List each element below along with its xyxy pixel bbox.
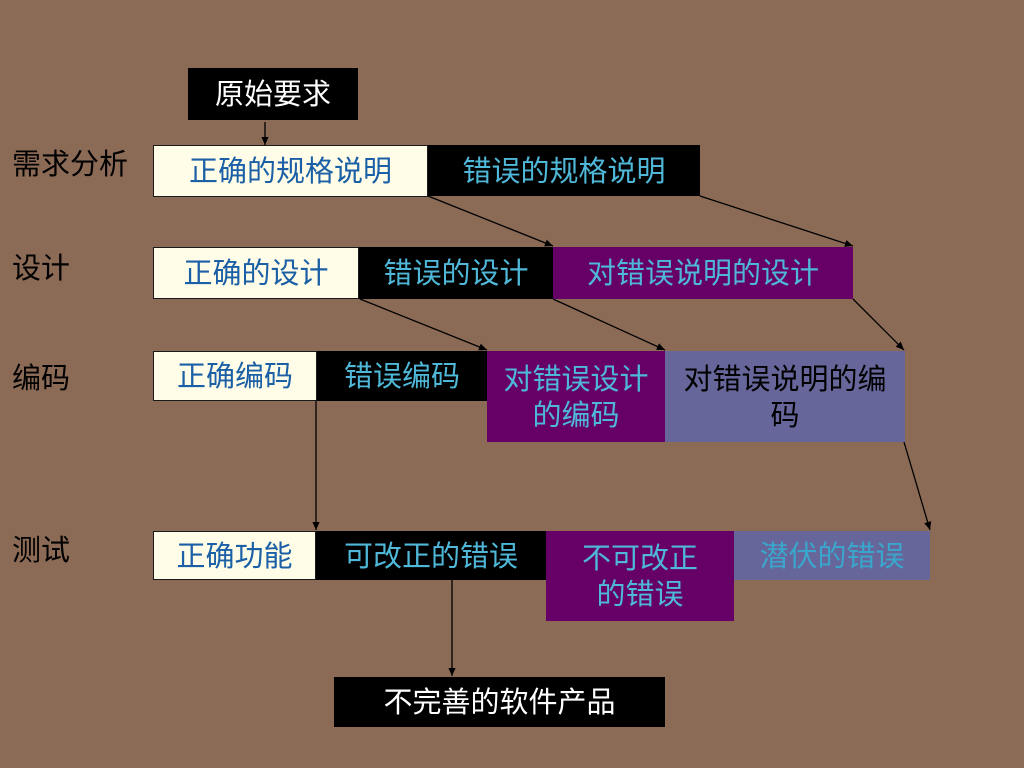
arrow-wrong-spec-to-design-of-wrong-spec <box>427 195 554 247</box>
stage-label-testing: 测试 <box>12 533 71 567</box>
uncorrectable-errors-box: 不可改正的错误 <box>546 531 734 621</box>
correct-spec-box: 正确的规格说明 <box>153 145 428 197</box>
correct-design-box: 正确的设计 <box>153 247 359 299</box>
stage-label-design: 设计 <box>12 251 71 285</box>
arrow-design-of-wrong-spec-to-coding-of-wrong-spec <box>852 298 905 351</box>
arrow-design-of-wrong-spec-to-coding-of-wrong-design <box>552 298 666 351</box>
correctable-errors-box: 可改正的错误 <box>316 531 546 580</box>
arrow-coding-of-wrong-spec-to-latent-errors <box>903 441 932 531</box>
stage-label-coding: 编码 <box>12 361 71 395</box>
correct-function-box: 正确功能 <box>153 531 316 580</box>
source-requirements-label: 原始要求 <box>214 77 331 111</box>
wrong-spec-box: 错误的规格说明 <box>428 145 700 196</box>
coding-of-wrong-spec-box: 对错误说明的编码 <box>665 351 905 442</box>
design-of-wrong-spec-box: 对错误说明的设计 <box>553 247 853 299</box>
arrow-wrong-design-to-coding-of-wrong-design <box>359 298 488 351</box>
wrong-coding-box: 错误编码 <box>317 351 487 401</box>
coding-of-wrong-design-box: 对错误设计的编码 <box>487 351 665 442</box>
result-product-box: 不完善的软件产品 <box>334 677 665 727</box>
source-requirements-box: 原始要求 <box>188 68 358 120</box>
latent-errors-box: 潜伏的错误 <box>734 531 930 580</box>
arrow-wrong-spec-to-design-right <box>699 195 854 247</box>
wrong-design-box: 错误的设计 <box>359 247 553 299</box>
correct-coding-box: 正确编码 <box>153 351 317 401</box>
result-product-label: 不完善的软件产品 <box>383 685 616 719</box>
stage-label-requirements: 需求分析 <box>12 147 129 181</box>
